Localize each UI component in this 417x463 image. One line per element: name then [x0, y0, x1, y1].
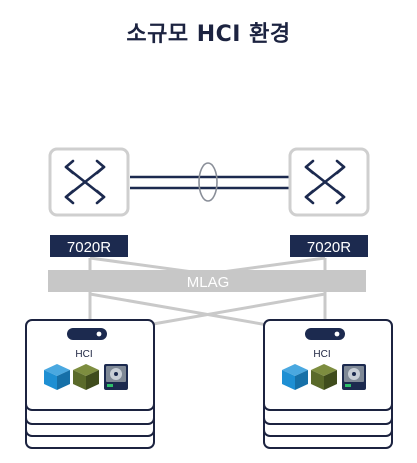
lag-ellipse [198, 162, 218, 202]
green-cube-icon [311, 364, 337, 390]
drive-slot-icon [67, 328, 107, 340]
blue-cube-icon [44, 364, 70, 390]
switch-right: 7020R [288, 147, 370, 257]
switch-icon [304, 159, 346, 205]
disk-drive-icon [342, 364, 366, 390]
peer-link [130, 162, 290, 202]
hci-node-left: HCI [25, 319, 155, 449]
switch-label-box [290, 235, 368, 257]
mlag-label: MLAG [187, 274, 230, 291]
green-cube-icon [73, 364, 99, 390]
disk-drive-icon [104, 364, 128, 390]
switch-left: 7020R [48, 147, 130, 257]
switch-label: 7020R [67, 239, 111, 256]
switch-icon [64, 159, 106, 205]
switch-label-box [50, 235, 128, 257]
hci-node-right: HCI [263, 319, 393, 449]
hci-label: HCI [75, 349, 92, 360]
diagram-title: 소규모 HCI 환경 [126, 22, 291, 47]
switch-label: 7020R [307, 239, 351, 256]
blue-cube-icon [282, 364, 308, 390]
hci-label: HCI [313, 349, 330, 360]
mlag-bar [48, 270, 366, 292]
drive-slot-icon [305, 328, 345, 340]
